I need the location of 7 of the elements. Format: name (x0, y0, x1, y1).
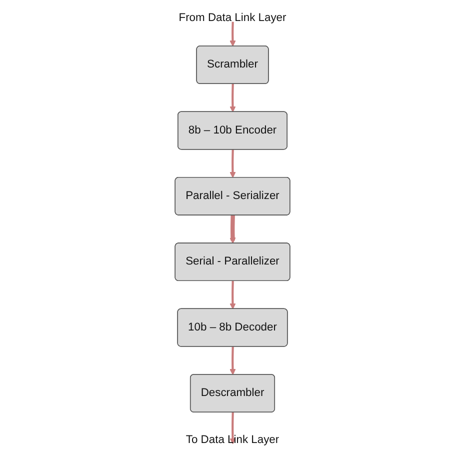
arrow (230, 346, 236, 375)
arrow (230, 84, 236, 112)
arrow (230, 22, 236, 47)
node-text: From Data Link Layer (178, 12, 286, 24)
arrow (230, 215, 236, 244)
arrow (230, 281, 236, 310)
arrow (230, 150, 236, 178)
